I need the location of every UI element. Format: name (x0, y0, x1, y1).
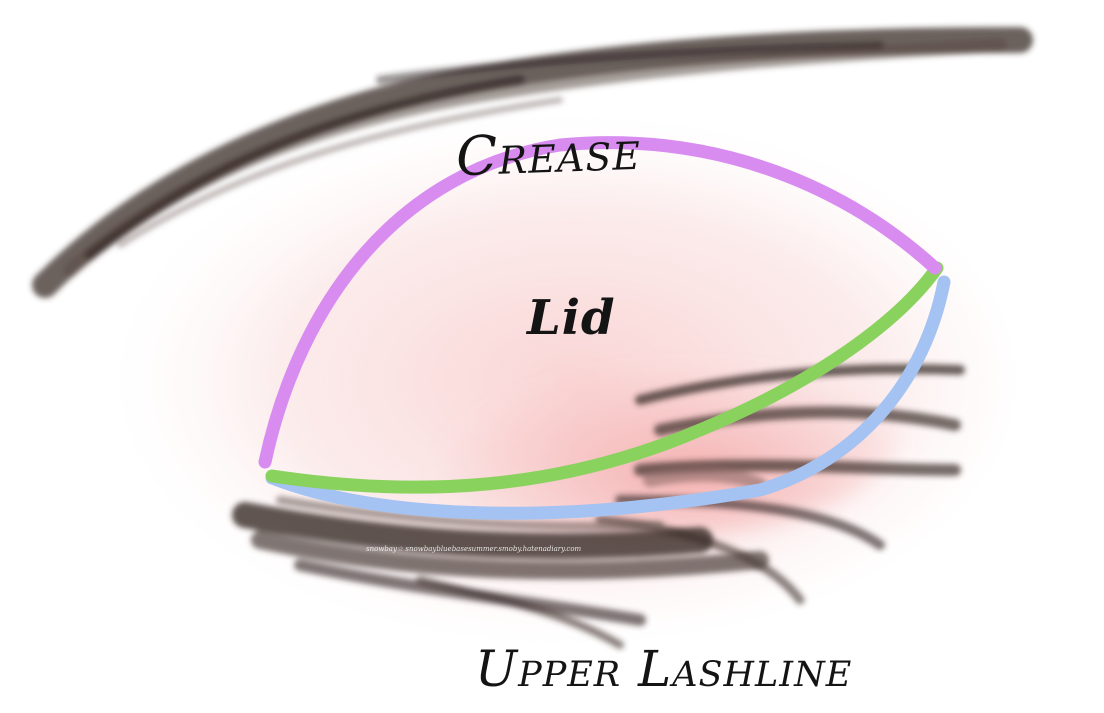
lid-label: Lid (527, 290, 616, 346)
crease-line (258, 136, 942, 469)
watermark-text: snowbay☆ snowbaybluebasesummer.smoby.hat… (366, 545, 582, 553)
lashline-line (265, 275, 951, 520)
upper-lashline-label: Upper Lashline (475, 640, 853, 698)
eyebrow (32, 27, 1033, 298)
lashline-strokes (232, 496, 769, 649)
lid-line (265, 261, 944, 494)
crease-label: Crease (454, 118, 642, 189)
